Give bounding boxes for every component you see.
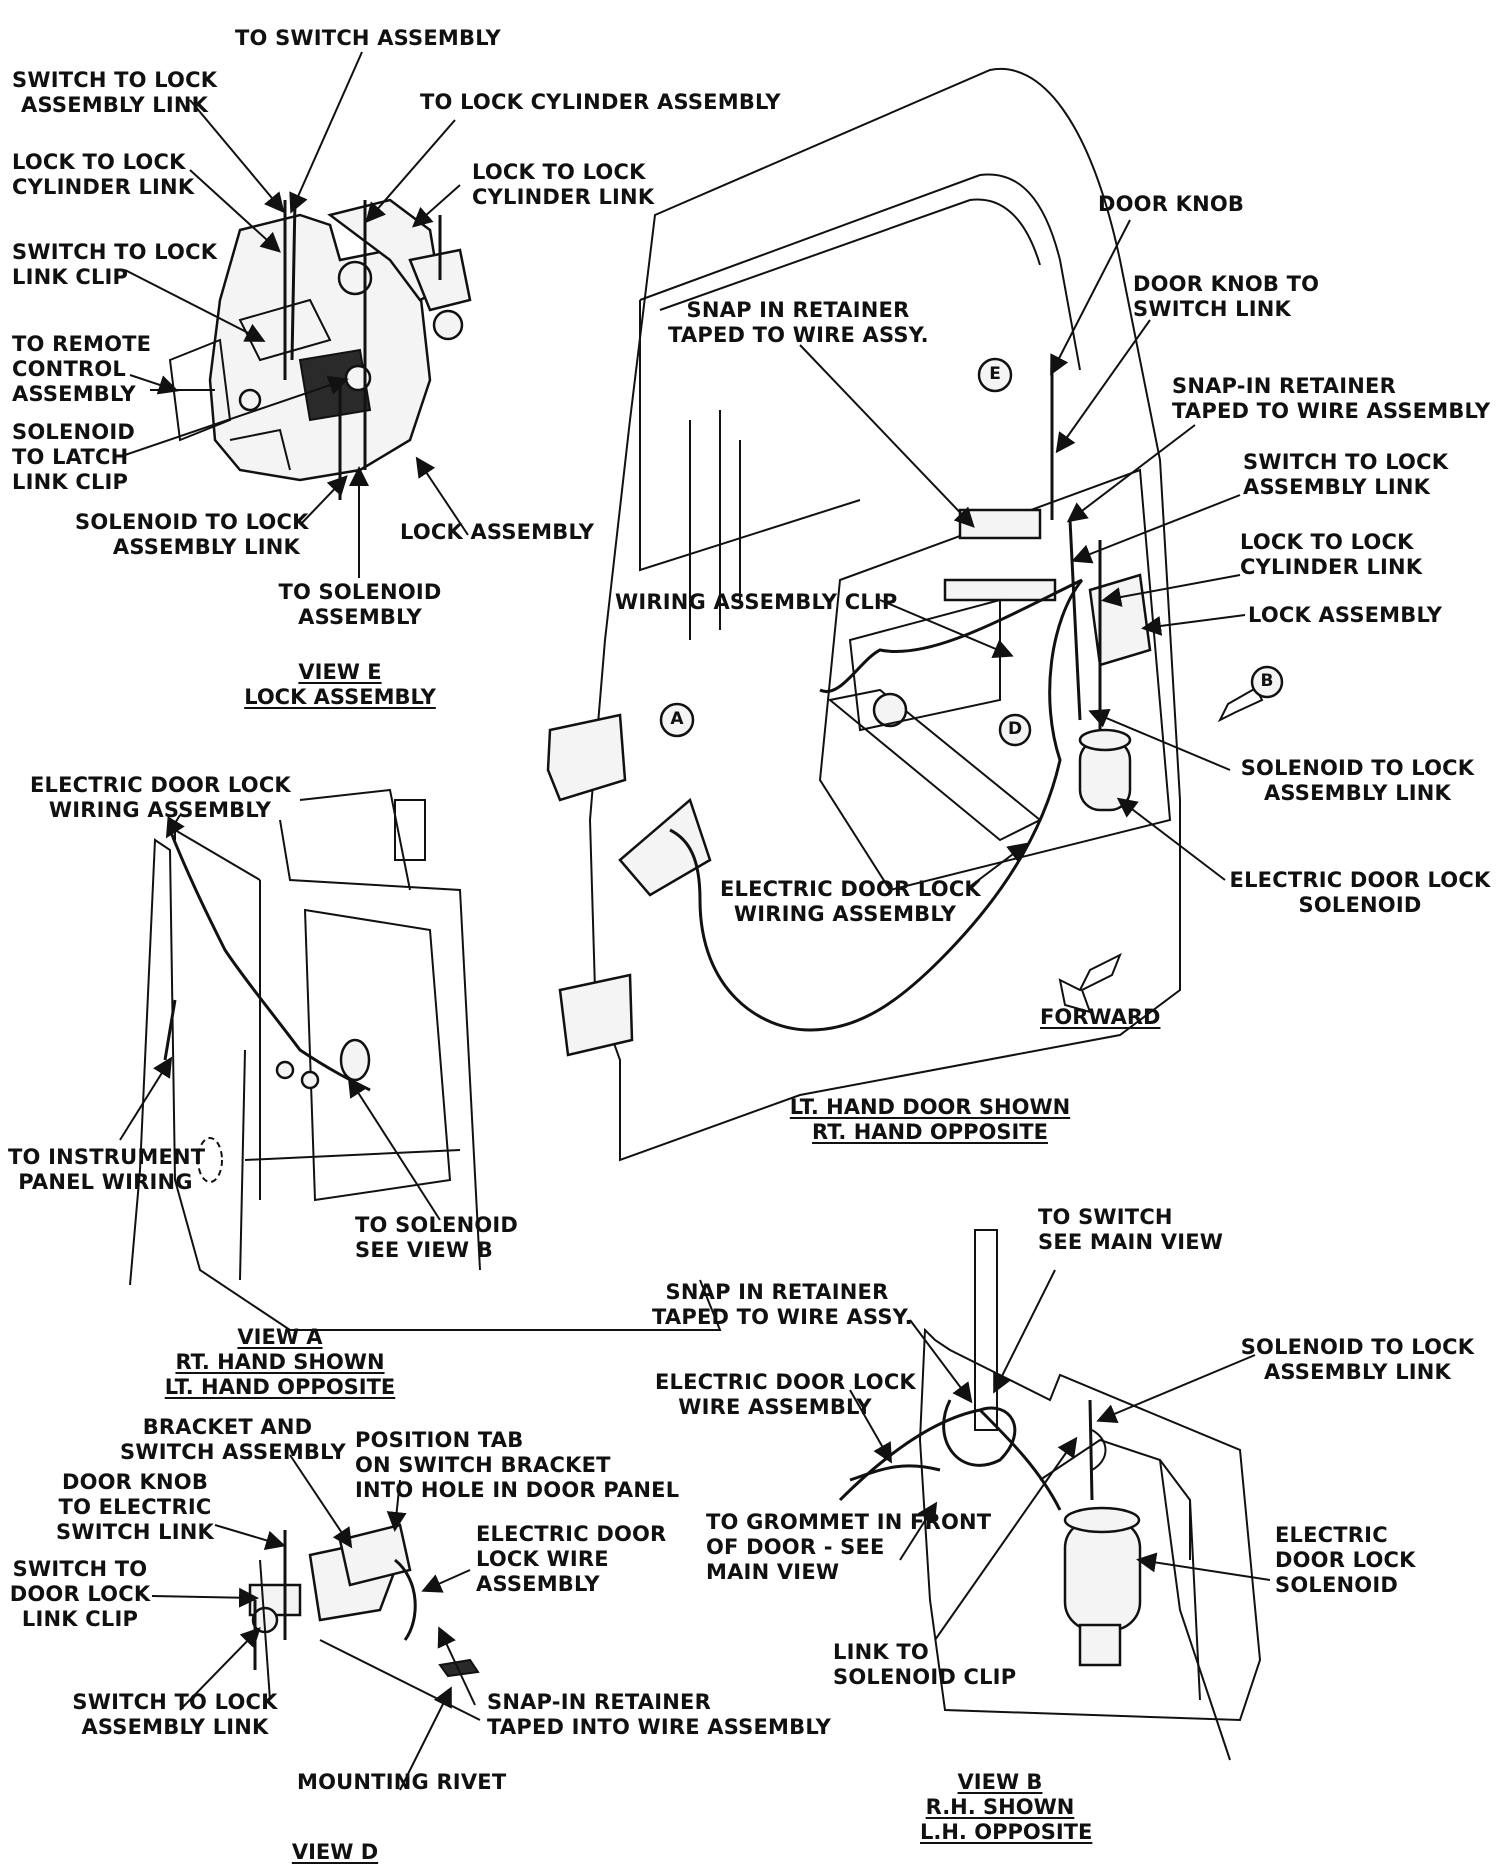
label-to-solenoid-see-view-b: TO SOLENOID SEE VIEW B xyxy=(355,1213,519,1262)
label-switch-to-lock-assembly-link: SWITCH TO LOCK ASSEMBLY LINK xyxy=(12,68,218,117)
label-lock-assembly-e: LOCK ASSEMBLY xyxy=(400,520,595,544)
label-electric-door-lock-wire-assembly-b: ELECTRIC DOOR LOCK WIRE ASSEMBLY xyxy=(655,1370,916,1419)
view-marker-circles xyxy=(659,357,1284,747)
label-door-knob-to-electric-switch-link: DOOR KNOB TO ELECTRIC SWITCH LINK xyxy=(56,1470,214,1544)
view-marker-a xyxy=(659,702,695,738)
label-forward: FORWARD xyxy=(1040,1005,1161,1029)
label-solenoid-to-latch-link-clip: SOLENOID TO LATCH LINK CLIP xyxy=(12,420,135,494)
view-marker-d xyxy=(977,357,1013,393)
view-marker-e-letter: D xyxy=(1007,719,1023,739)
label-snap-in-retainer-wire-assembly-main: SNAP-IN RETAINER TAPED TO WIRE ASSEMBLY xyxy=(1172,374,1491,423)
main-door-drawing xyxy=(546,67,1264,1162)
label-snap-in-retainer-main: SNAP IN RETAINER TAPED TO WIRE ASSY. xyxy=(668,298,929,347)
view-marker-b xyxy=(1250,665,1284,699)
label-lock-to-lock-cylinder-link-left: LOCK TO LOCK CYLINDER LINK xyxy=(12,150,195,199)
label-to-switch-see-main-view: TO SWITCH SEE MAIN VIEW xyxy=(1038,1205,1224,1254)
label-snap-in-retainer-taped-into-wire-assembly: SNAP-IN RETAINER TAPED INTO WIRE ASSEMBL… xyxy=(487,1690,832,1739)
label-electric-door-lock-solenoid-b: ELECTRIC DOOR LOCK SOLENOID xyxy=(1275,1523,1416,1597)
label-snap-in-retainer-b: SNAP IN RETAINER TAPED TO WIRE ASSY. xyxy=(652,1280,913,1329)
label-lock-assembly-main: LOCK ASSEMBLY xyxy=(1248,603,1443,627)
caption-view-e: VIEW E LOCK ASSEMBLY xyxy=(244,660,436,709)
view-a-drawing xyxy=(119,788,722,1331)
label-mounting-rivet: MOUNTING RIVET xyxy=(297,1770,507,1794)
label-to-grommet: TO GROMMET IN FRONT OF DOOR - SEE MAIN V… xyxy=(706,1510,992,1584)
view-b-drawing xyxy=(838,1229,1271,1761)
label-to-remote-control-assembly: TO REMOTE CONTROL ASSEMBLY xyxy=(12,332,152,406)
label-electric-door-lock-solenoid-main: ELECTRIC DOOR LOCK SOLENOID xyxy=(1229,868,1491,917)
label-lock-to-lock-cylinder-link-main: LOCK TO LOCK CYLINDER LINK xyxy=(1240,530,1423,579)
label-to-switch-assembly: TO SWITCH ASSEMBLY xyxy=(235,26,501,50)
view-marker-e xyxy=(998,713,1032,747)
label-switch-to-lock-assembly-link-main: SWITCH TO LOCK ASSEMBLY LINK xyxy=(1243,450,1449,499)
label-electric-door-lock-wire-assembly-d: ELECTRIC DOOR LOCK WIRE ASSEMBLY xyxy=(476,1522,667,1596)
view-d-drawing xyxy=(151,1454,481,1791)
label-electric-door-lock-wiring-assembly-main: ELECTRIC DOOR LOCK WIRING ASSEMBLY xyxy=(720,877,981,926)
caption-view-a: VIEW A RT. HAND SHOWN LT. HAND OPPOSITE xyxy=(164,1325,396,1399)
label-electric-door-lock-wiring-assembly-a: ELECTRIC DOOR LOCK WIRING ASSEMBLY xyxy=(30,773,291,822)
view-e-lock-assembly-drawing xyxy=(124,51,472,578)
caption-view-b: VIEW B R.H. SHOWN L.H. OPPOSITE xyxy=(920,1770,1093,1844)
label-to-instrument-panel-wiring: TO INSTRUMENT PANEL WIRING xyxy=(8,1145,206,1194)
caption-view-d: VIEW D xyxy=(291,1840,379,1864)
label-to-solenoid-assembly: TO SOLENOID ASSEMBLY xyxy=(278,580,442,629)
label-solenoid-to-lock-assembly-link-b: SOLENOID TO LOCK ASSEMBLY LINK xyxy=(1240,1335,1475,1384)
label-link-to-solenoid-clip: LINK TO SOLENOID CLIP xyxy=(833,1640,1017,1689)
label-wiring-assembly-clip: WIRING ASSEMBLY CLIP xyxy=(615,590,898,614)
view-marker-b-letter: B xyxy=(1260,671,1274,691)
label-switch-to-lock-assembly-link-d: SWITCH TO LOCK ASSEMBLY LINK xyxy=(72,1690,278,1739)
label-to-lock-cylinder-assembly: TO LOCK CYLINDER ASSEMBLY xyxy=(420,90,781,114)
caption-main-view: LT. HAND DOOR SHOWN RT. HAND OPPOSITE xyxy=(789,1095,1071,1144)
label-door-knob-to-switch-link: DOOR KNOB TO SWITCH LINK xyxy=(1133,272,1320,321)
label-switch-to-lock-link-clip: SWITCH TO LOCK LINK CLIP xyxy=(12,240,218,289)
label-position-tab: POSITION TAB ON SWITCH BRACKET INTO HOLE… xyxy=(355,1428,680,1502)
label-solenoid-to-lock-assembly-link-e: SOLENOID TO LOCK ASSEMBLY LINK xyxy=(75,510,309,559)
label-bracket-and-switch-assembly: BRACKET AND SWITCH ASSEMBLY xyxy=(120,1415,346,1464)
view-marker-a-letter: A xyxy=(670,709,684,729)
label-switch-to-door-lock-link-clip: SWITCH TO DOOR LOCK LINK CLIP xyxy=(9,1557,151,1631)
label-lock-to-lock-cylinder-link-right: LOCK TO LOCK CYLINDER LINK xyxy=(472,160,655,209)
view-marker-d-letter: E xyxy=(989,364,1001,384)
label-door-knob: DOOR KNOB xyxy=(1098,192,1245,216)
label-solenoid-to-lock-assembly-link-main: SOLENOID TO LOCK ASSEMBLY LINK xyxy=(1240,756,1475,805)
